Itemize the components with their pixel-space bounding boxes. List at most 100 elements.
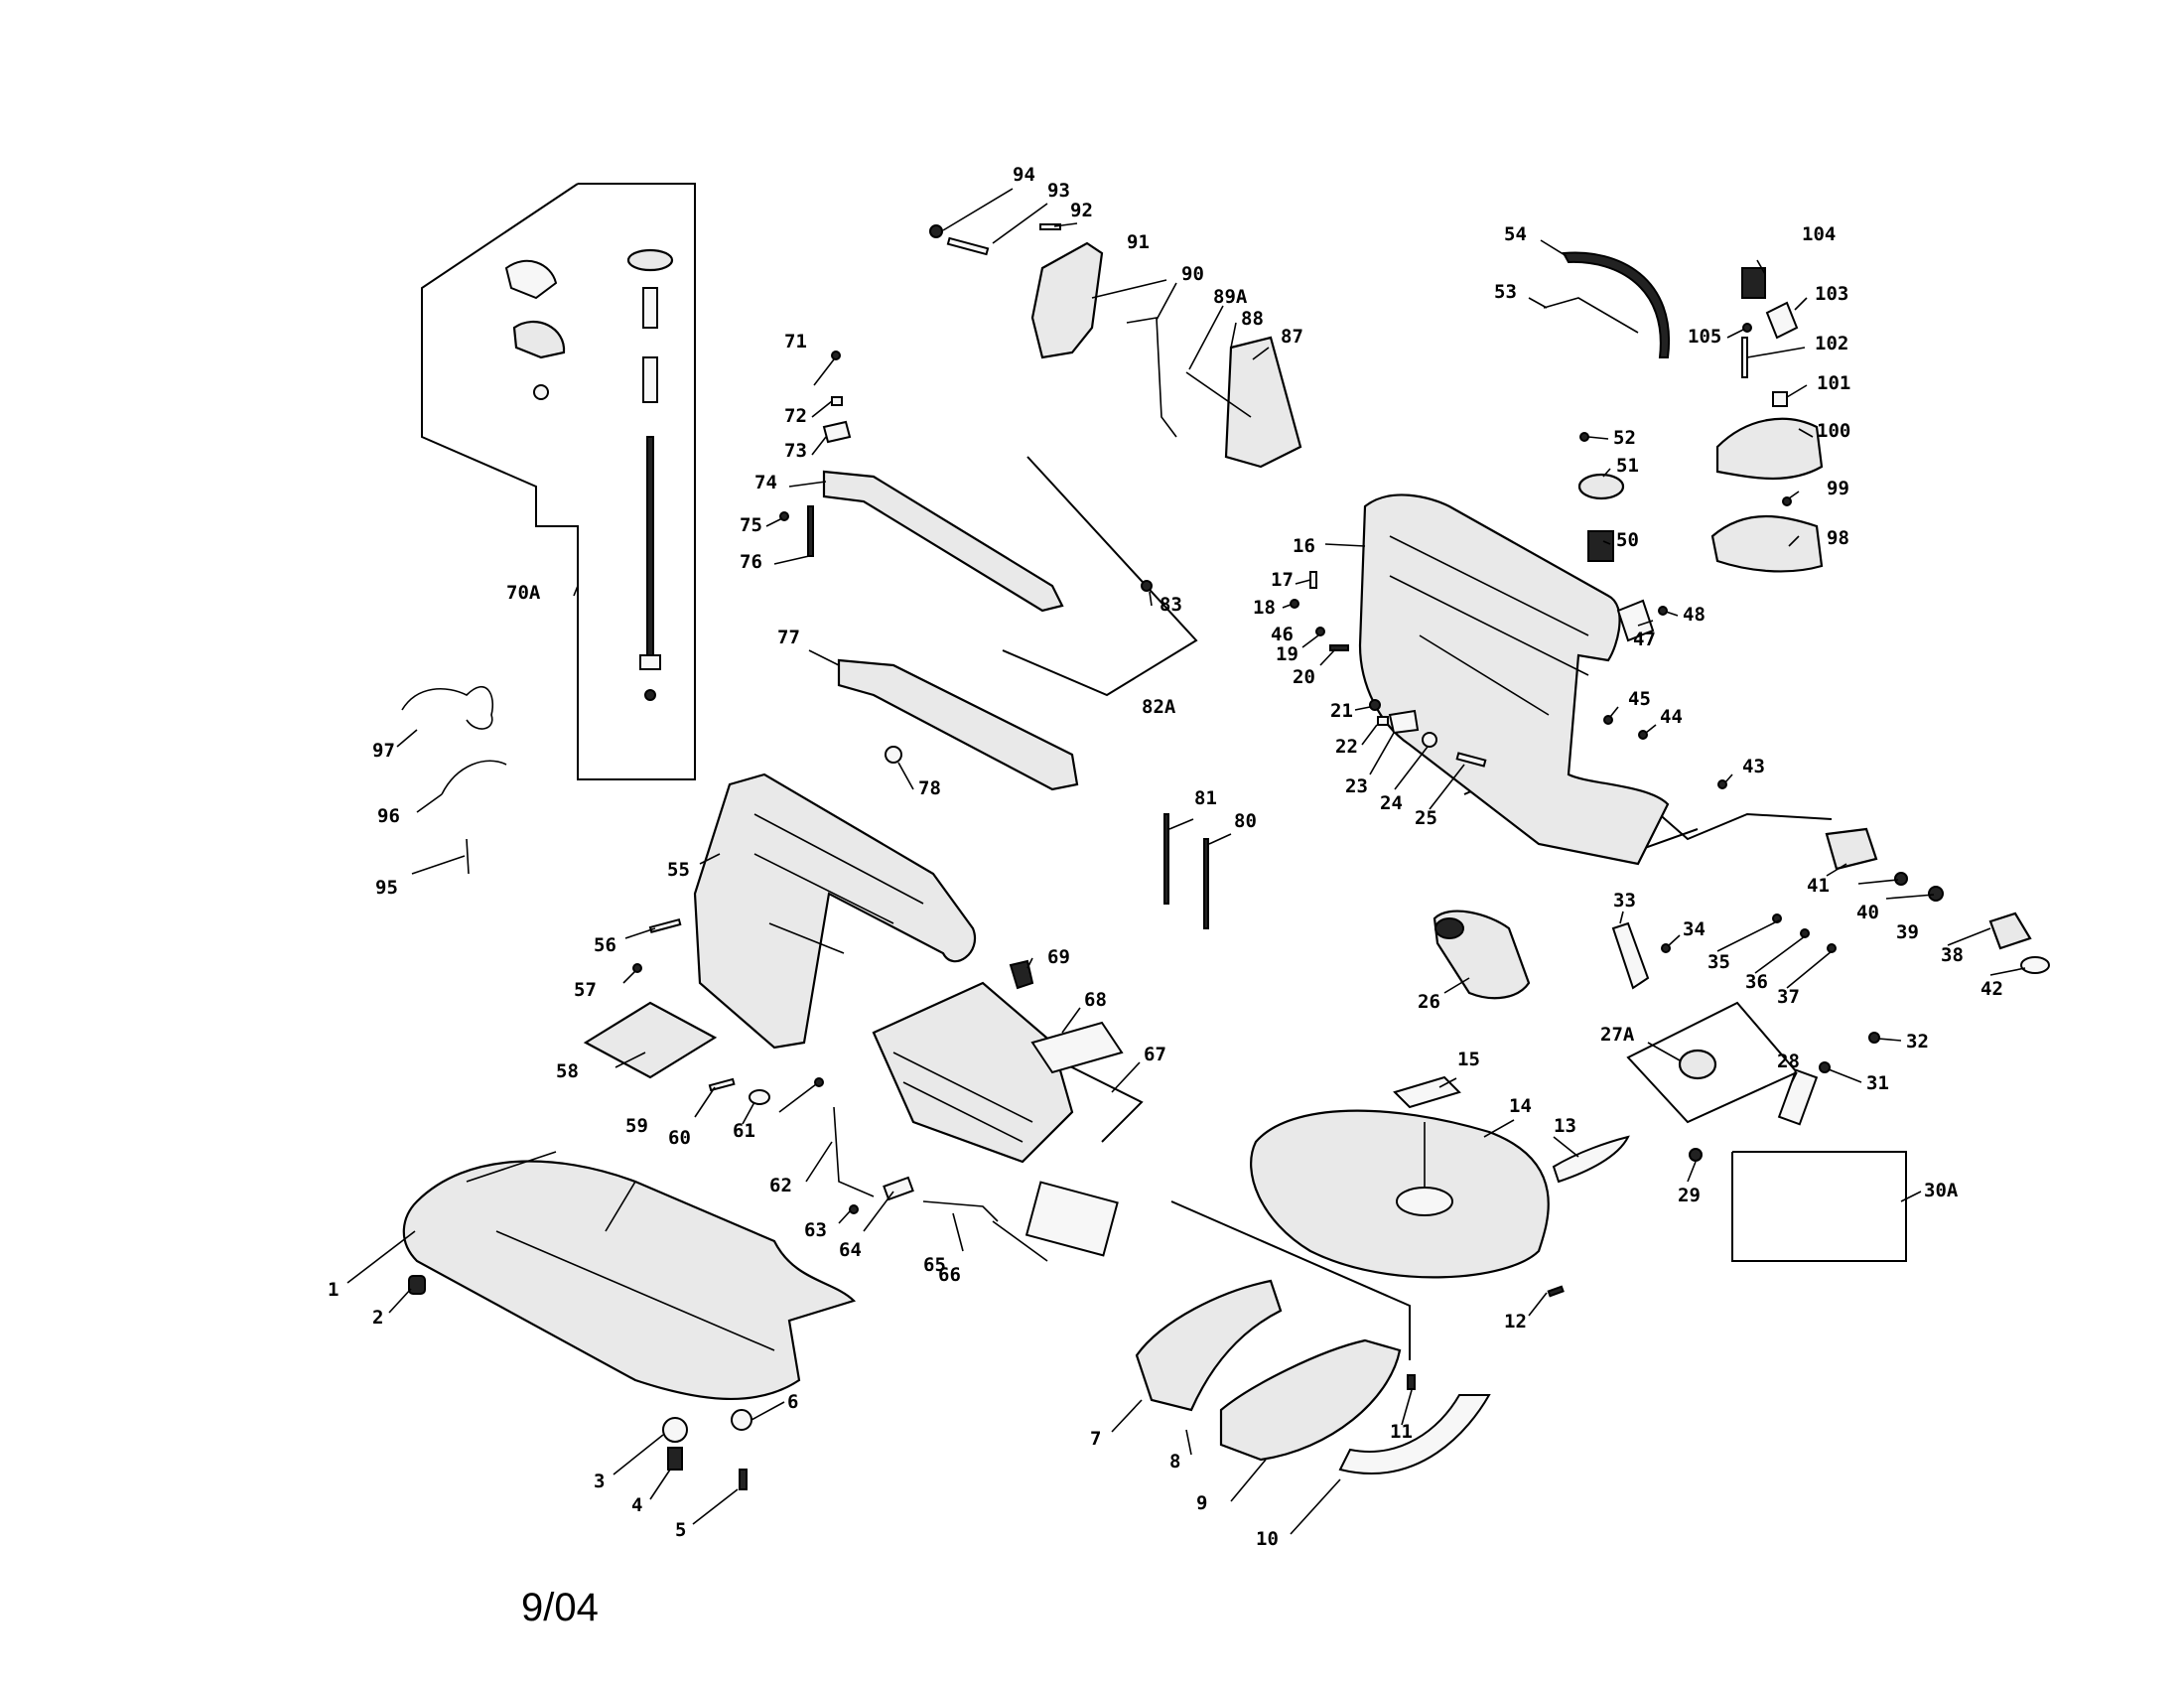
- callout-104: 104: [1802, 223, 1836, 245]
- part-73: [822, 420, 852, 444]
- screw-11: [1407, 1374, 1416, 1390]
- motor-end: [1434, 917, 1464, 939]
- callout-40: 40: [1856, 902, 1879, 923]
- clamp-70a: [639, 654, 661, 670]
- callout-45: 45: [1628, 688, 1651, 710]
- callout-55: 55: [667, 859, 690, 881]
- callout-labels: 1 2 3 4 5 6 7 8 9 10 11 12 13 14 15 16 1…: [328, 164, 2003, 1550]
- washer-70a: [533, 384, 549, 400]
- callout-52: 52: [1613, 427, 1636, 449]
- washer-3: [662, 1417, 688, 1443]
- rod-53: [1543, 297, 1639, 334]
- part-29: [1689, 1148, 1703, 1162]
- callout-37: 37: [1777, 986, 1800, 1008]
- part-19: [1315, 627, 1325, 636]
- part-24: [1422, 732, 1437, 748]
- callout-33: 33: [1613, 890, 1636, 912]
- part-22: [1377, 716, 1389, 726]
- callout-95: 95: [375, 877, 398, 899]
- bracket-41: [1647, 803, 1833, 841]
- callout-81: 81: [1194, 787, 1217, 809]
- callout-31: 31: [1866, 1072, 1889, 1094]
- callout-63: 63: [804, 1219, 827, 1241]
- part-21: [1369, 699, 1381, 711]
- cord-97: [401, 686, 493, 730]
- callout-72: 72: [784, 405, 807, 427]
- rod-70a-3: [646, 436, 654, 656]
- part-63: [849, 1204, 859, 1214]
- callout-97: 97: [372, 740, 395, 762]
- callout-4: 4: [631, 1494, 642, 1516]
- callout-29: 29: [1678, 1185, 1701, 1206]
- callout-43: 43: [1742, 756, 1765, 777]
- screw-4: [667, 1447, 683, 1471]
- callout-12: 12: [1504, 1311, 1527, 1333]
- plate-58: [583, 1001, 718, 1079]
- callout-64: 64: [839, 1239, 862, 1261]
- rod-70a-2: [642, 356, 658, 403]
- callout-28: 28: [1777, 1051, 1800, 1072]
- part-57: [632, 963, 642, 973]
- arm-74: [822, 470, 1064, 613]
- part-48: [1658, 606, 1668, 616]
- callout-11: 11: [1390, 1421, 1413, 1443]
- callout-70a: 70A: [506, 582, 541, 604]
- callout-94: 94: [1013, 164, 1035, 186]
- callout-47: 47: [1633, 629, 1656, 650]
- callout-2: 2: [372, 1307, 383, 1329]
- callout-15: 15: [1457, 1049, 1480, 1070]
- callout-68: 68: [1084, 989, 1107, 1011]
- callout-53: 53: [1494, 281, 1517, 303]
- part-39: [1928, 886, 1944, 902]
- nut-94: [929, 224, 943, 238]
- knob-38: [1988, 912, 2032, 950]
- callout-65: 65: [923, 1254, 946, 1276]
- bracket-30a: [1731, 1151, 1907, 1262]
- part-95: [466, 838, 470, 875]
- trunnion-part-9: [1219, 1338, 1402, 1462]
- bearing-27a: [1678, 1049, 1717, 1080]
- wire-62: [833, 1106, 875, 1197]
- callout-67: 67: [1144, 1044, 1166, 1065]
- part-72: [831, 396, 843, 406]
- part-40: [1894, 872, 1908, 886]
- screw-93: [946, 236, 990, 256]
- part-32: [1868, 1032, 1880, 1044]
- callout-88: 88: [1241, 308, 1264, 330]
- callout-23: 23: [1345, 775, 1368, 797]
- callout-10: 10: [1256, 1528, 1279, 1550]
- callout-69: 69: [1047, 946, 1070, 968]
- brush-104: [1741, 267, 1766, 299]
- callout-22: 22: [1335, 736, 1358, 758]
- callout-27a: 27A: [1600, 1024, 1635, 1046]
- part-31: [1819, 1061, 1831, 1073]
- callout-44: 44: [1660, 706, 1683, 728]
- part-61: [814, 1077, 824, 1087]
- knob-41: [1825, 827, 1878, 871]
- part-87: [1224, 336, 1302, 469]
- blade-guard-13: [1552, 1135, 1630, 1184]
- bracket-70a: [421, 183, 696, 780]
- part-88: [1185, 371, 1252, 418]
- wire-65: [922, 1200, 999, 1222]
- part-37: [1827, 943, 1837, 953]
- callout-32: 32: [1906, 1031, 1929, 1052]
- knob-51: [1577, 473, 1625, 500]
- pulley-70a: [626, 248, 674, 272]
- callout-51: 51: [1616, 455, 1639, 477]
- callout-77: 77: [777, 627, 800, 648]
- callout-14: 14: [1509, 1095, 1532, 1117]
- part-17: [1309, 571, 1317, 589]
- callout-56: 56: [594, 934, 616, 956]
- callout-17: 17: [1271, 569, 1294, 591]
- callout-9: 9: [1196, 1492, 1207, 1514]
- knob-cap-42: [2020, 956, 2050, 974]
- date-code: 9/04: [521, 1586, 599, 1629]
- callout-98: 98: [1827, 527, 1849, 549]
- part-25: [1455, 752, 1487, 768]
- callout-101: 101: [1817, 372, 1850, 394]
- bracket-82a: [1002, 456, 1198, 697]
- callout-39: 39: [1896, 921, 1919, 943]
- callout-78: 78: [918, 777, 941, 799]
- pin-76: [807, 505, 814, 557]
